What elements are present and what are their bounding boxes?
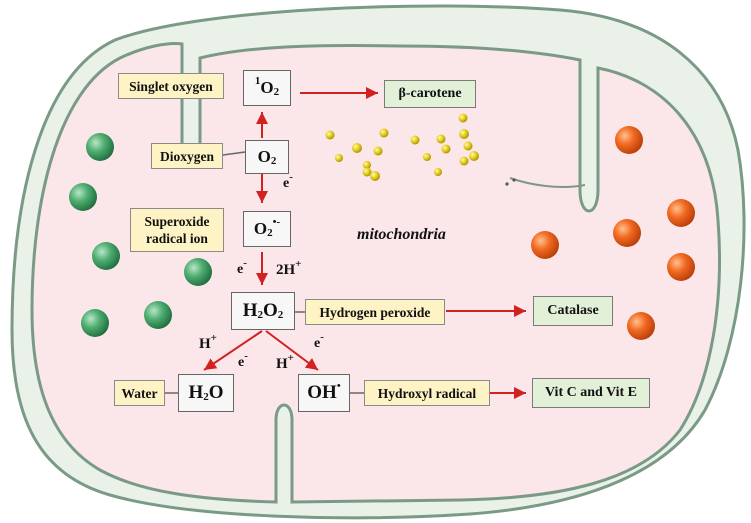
- orange-sphere: [627, 312, 655, 340]
- vitamins-box: Vit C and Vit E: [532, 378, 650, 408]
- proton-text: 2H: [276, 262, 296, 278]
- proton-text: H: [276, 356, 288, 372]
- green-sphere: [144, 301, 172, 329]
- green-sphere: [92, 242, 120, 270]
- crista-line: [509, 177, 586, 188]
- atom: H: [188, 382, 204, 403]
- dot: [505, 182, 509, 186]
- green-sphere: [86, 133, 114, 161]
- proton-label-left: H+: [199, 332, 217, 353]
- superscript: 1: [254, 75, 261, 87]
- label-hydroxyl-radical: Hydroxyl radical: [364, 380, 490, 406]
- charge: +: [287, 352, 294, 364]
- orange-sphere: [667, 253, 695, 281]
- subscript: 2: [257, 309, 264, 321]
- inner-membrane: [30, 42, 721, 504]
- label-line: Superoxide: [144, 214, 210, 229]
- atom: O: [257, 147, 271, 166]
- catalase-box: Catalase: [533, 296, 613, 326]
- electron-letter: e: [238, 355, 245, 370]
- hydroxyl-molecule: OH•: [298, 374, 350, 412]
- charge: -: [289, 171, 293, 183]
- green-sphere: [69, 183, 97, 211]
- proton-label-right: H+: [276, 352, 294, 373]
- green-sphere: [184, 258, 212, 286]
- arrow-peroxide-to-water: [203, 330, 263, 371]
- arrow-peroxide-to-hydroxyl: [265, 330, 319, 371]
- superscript: •-: [272, 216, 281, 228]
- atom: O: [260, 78, 274, 97]
- connector-dioxygen: [222, 151, 246, 156]
- label-hydrogen-peroxide: Hydrogen peroxide: [305, 299, 445, 325]
- charge: +: [210, 332, 217, 344]
- subscript: 2: [267, 227, 273, 239]
- atom: H: [242, 300, 258, 321]
- superscript: •: [336, 380, 341, 392]
- charge: -: [243, 257, 247, 269]
- electron-label-4: e-: [314, 331, 324, 352]
- orange-sphere: [667, 199, 695, 227]
- diagram-title: mitochondria: [357, 226, 446, 243]
- beta-carotene-box: β-carotene: [384, 80, 476, 108]
- label-superoxide-radical-ion: Superoxide radical ion: [130, 208, 224, 252]
- subscript: 2: [273, 86, 280, 98]
- atom: O: [263, 300, 278, 321]
- dot: [512, 178, 516, 182]
- orange-sphere: [613, 219, 641, 247]
- electron-label-2: e-: [237, 257, 247, 278]
- charge: +: [295, 258, 302, 270]
- label-dioxygen: Dioxygen: [151, 143, 223, 169]
- label-singlet-oxygen: Singlet oxygen: [118, 73, 224, 99]
- charge: -: [320, 331, 324, 343]
- atom: OH: [307, 382, 337, 403]
- electron-letter: e: [314, 336, 321, 351]
- atom: O: [208, 382, 224, 403]
- subscript: 2: [203, 391, 209, 403]
- electron-label-3: e-: [238, 350, 248, 371]
- yellow-particles: [325, 113, 479, 181]
- proton-text: H: [199, 336, 211, 352]
- green-sphere: [81, 309, 109, 337]
- atom: O: [253, 219, 268, 238]
- charge: -: [244, 350, 248, 362]
- orange-sphere: [531, 231, 559, 259]
- two-proton-label: 2H+: [276, 258, 301, 279]
- electron-letter: e: [237, 262, 244, 277]
- electron-label-1: e-: [283, 171, 293, 192]
- electron-letter: e: [283, 176, 290, 191]
- label-line: radical ion: [146, 231, 208, 246]
- subscript: 2: [270, 155, 277, 167]
- label-water: Water: [114, 380, 165, 406]
- orange-sphere: [615, 126, 643, 154]
- subscript: 2: [277, 309, 284, 321]
